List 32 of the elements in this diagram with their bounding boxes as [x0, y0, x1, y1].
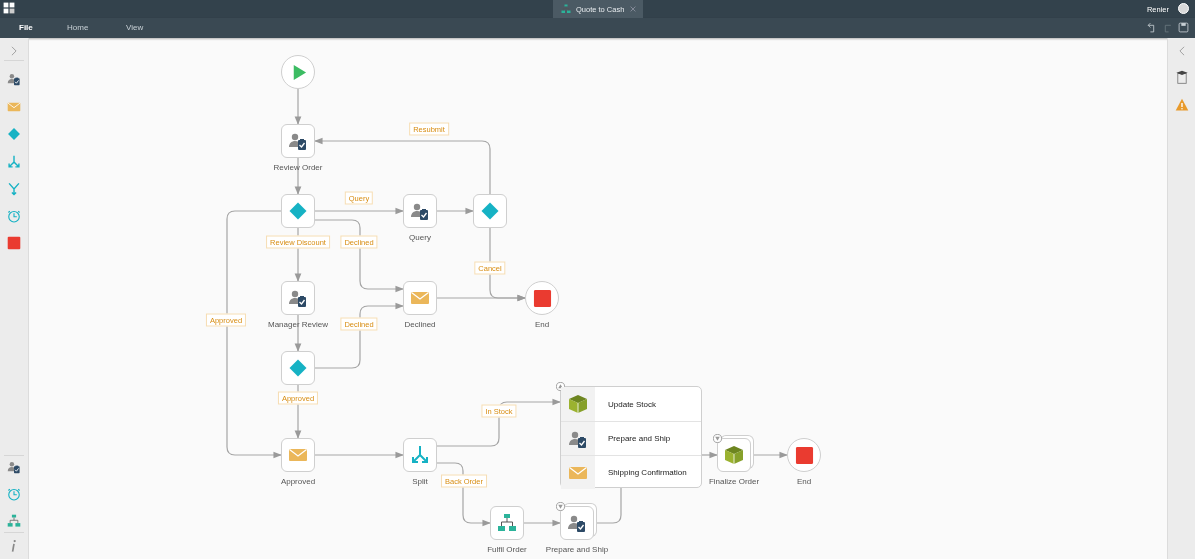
menu-item: View — [126, 23, 144, 32]
connector-arrow — [294, 157, 302, 195]
connector-arrow — [314, 219, 404, 293]
connector-arrow — [226, 210, 282, 459]
node-label: Approved — [280, 477, 316, 486]
task-label: Update Stock — [608, 399, 657, 409]
connector-arrow — [523, 519, 561, 527]
node-label: End — [796, 477, 812, 486]
node-label: Query — [409, 233, 431, 242]
task-label: Prepare and Ship — [608, 434, 671, 443]
connector-arrow — [294, 88, 302, 125]
node-label: Prepare and Ship — [545, 545, 609, 554]
connector-arrow — [314, 302, 404, 369]
menu-item: File — [19, 23, 33, 32]
connector-arrow — [436, 294, 526, 302]
connector-arrow — [314, 207, 404, 215]
node-label: Split — [412, 477, 428, 486]
node-label: End — [534, 320, 550, 329]
node-label: Declined — [404, 320, 436, 329]
connector-arrow — [701, 451, 718, 459]
menu-item: Home — [67, 23, 89, 32]
task-label: Shipping Confirmation — [608, 468, 687, 477]
node-label: Finalize Order — [708, 477, 760, 486]
connector-arrow — [294, 314, 302, 352]
connector-arrow — [436, 462, 491, 527]
node-label: Manager Review — [268, 320, 328, 329]
node-label: Fulfil Order — [487, 545, 527, 554]
connector-arrow — [314, 451, 404, 459]
connector-arrow — [436, 398, 561, 447]
connector-arrow — [436, 207, 474, 215]
connector-arrow — [314, 137, 491, 195]
node-label: Review Order — [273, 163, 323, 172]
